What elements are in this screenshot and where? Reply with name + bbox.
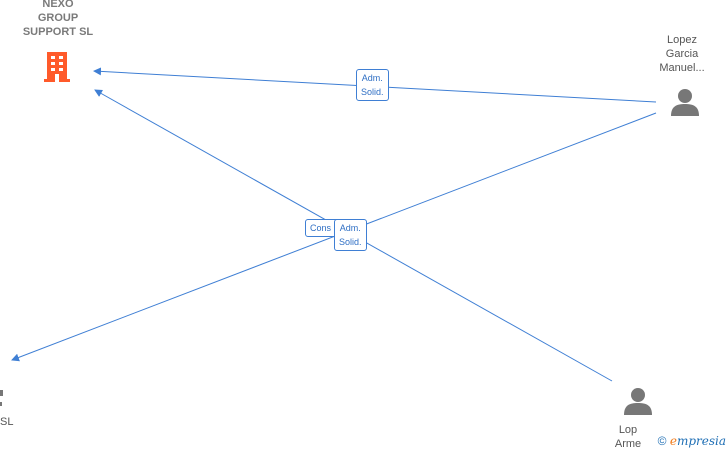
person-icon[interactable]	[670, 88, 700, 118]
person-label-lopez-garcia[interactable]: Lopez Garcia Manuel...	[659, 34, 705, 74]
company-label-nexo[interactable]: NEXO GROUP SUPPORT SL	[22, 0, 94, 38]
building-icon-partial	[0, 390, 3, 396]
person-icon[interactable]	[623, 387, 653, 417]
empresia-watermark: © empresia	[658, 434, 726, 448]
empresia-logo-e: e	[669, 434, 677, 448]
company-label-bottom-left[interactable]: SL	[0, 416, 14, 428]
edge-label-adm-solid-top: Adm. Solid.	[356, 69, 389, 101]
building-icon[interactable]	[42, 50, 72, 84]
edge-label-adm-solid-center: Adm. Solid.	[334, 219, 367, 251]
person-label-lopez-arme[interactable]: Lop Arme	[614, 424, 642, 450]
building-icon-partial	[0, 402, 2, 406]
empresia-logo-text: mpresia	[676, 434, 726, 448]
copyright-symbol: ©	[657, 434, 667, 448]
